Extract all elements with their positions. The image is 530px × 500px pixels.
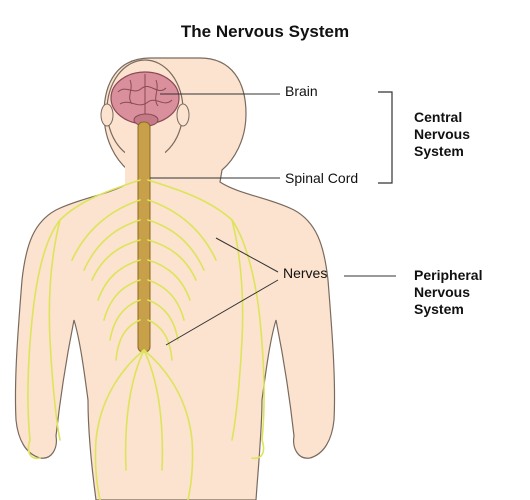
spinal-cord xyxy=(137,121,151,353)
central-line-1: Central xyxy=(414,109,463,125)
peripheral-line-3: System xyxy=(414,301,464,317)
ear-left xyxy=(100,103,114,127)
label-brain: Brain xyxy=(285,83,318,99)
central-line-3: System xyxy=(414,143,464,159)
peripheral-nerves xyxy=(27,179,265,500)
leader-nerves-a xyxy=(215,237,279,273)
peripheral-nervous-system-label: Peripheral Nervous System xyxy=(414,267,482,318)
central-nervous-system-label: Central Nervous System xyxy=(414,109,470,160)
peripheral-line-1: Peripheral xyxy=(414,267,483,283)
central-line-2: Nervous xyxy=(414,126,471,142)
leader-nerves-b xyxy=(165,279,279,346)
label-nerves: Nerves xyxy=(283,265,328,281)
label-spinal-cord: Spinal Cord xyxy=(285,170,359,186)
ear-right xyxy=(176,103,190,127)
diagram-title: The Nervous System xyxy=(180,22,350,41)
body-silhouette xyxy=(14,57,336,500)
peripheral-line-2: Nervous xyxy=(414,284,471,300)
central-bracket xyxy=(378,91,393,184)
leader-lines xyxy=(150,93,396,346)
